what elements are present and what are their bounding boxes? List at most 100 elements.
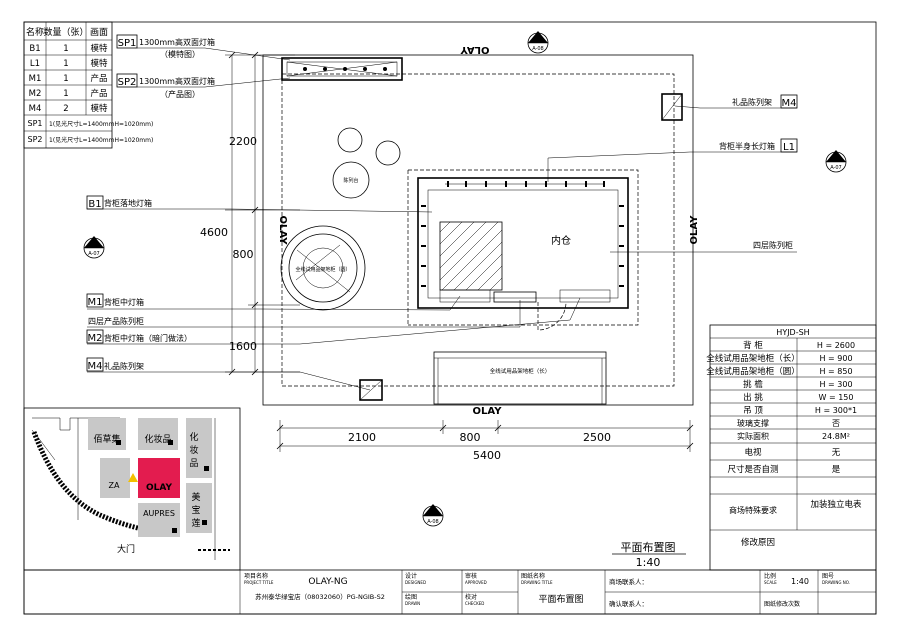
m4-left-tag: M4 <box>88 361 103 372</box>
m1-text: 背柜中灯箱 <box>104 297 144 307</box>
scale-value: 1:40 <box>791 577 809 586</box>
legend-cell: 产品 <box>90 88 107 99</box>
floor-plan: OLAY OLAY OLAY OLAY 陈列台 全线试用品架地柜（圆） <box>262 44 700 417</box>
scale-label: 比例 <box>764 572 776 580</box>
sp1-tag: SP1 <box>118 38 137 49</box>
l1-tag: L1 <box>783 142 795 153</box>
project-name: OLAY-NG <box>308 577 347 587</box>
sp1-sub: （模特图） <box>160 49 200 59</box>
plan-title-name: 平面布置图 <box>621 541 676 554</box>
project-label: 项目名称 <box>244 572 268 580</box>
olay-mark-left: OLAY <box>277 216 288 246</box>
store-name: 化妆品 <box>189 431 198 469</box>
design-label: 设计 <box>405 572 417 580</box>
m4-right-text: 礼品陈列架 <box>732 97 772 107</box>
spec-value: H = 850 <box>819 367 852 376</box>
section-left-ref: A-07 <box>88 251 99 257</box>
store-name: 化妆品 <box>144 433 171 445</box>
store-name-char: 妆 <box>189 444 198 456</box>
dim-5400: 5400 <box>473 449 501 462</box>
spec-value: H = 300 <box>819 380 852 389</box>
revision-label: 图纸修改次数 <box>764 600 800 608</box>
spec-label: 实际面积 <box>737 431 769 441</box>
long-counter-label: 全线试用品架地柜（长） <box>490 367 551 375</box>
round-tester-counter: 全线试用品架地柜（圆） <box>280 225 366 311</box>
spec-value: H = 900 <box>819 354 852 363</box>
warning-icon <box>128 473 138 482</box>
legend-cell: 1 <box>63 74 68 84</box>
drawing-name: 平面布置图 <box>538 593 583 605</box>
spec-value: 无 <box>832 448 841 458</box>
dim-800-horizontal: 800 <box>460 431 481 444</box>
legend-cell: M2 <box>29 89 42 99</box>
l1-text: 背柜半身长灯箱 <box>719 141 775 151</box>
spec-label: 全线试用品架地柜（圆） <box>706 366 800 377</box>
section-marker-top: D A-08 <box>527 31 549 54</box>
spec-value: 是 <box>832 465 841 475</box>
drawing-name-label: 图纸名称 <box>521 572 545 580</box>
store-name: ZA <box>109 481 120 490</box>
spec-label: 尺寸是否自测 <box>727 464 778 475</box>
review-label: 审核 <box>465 572 477 580</box>
sp2-tag: SP2 <box>118 77 137 88</box>
spec-label: 挑 檐 <box>743 379 763 390</box>
spec-label: 吊 顶 <box>743 406 763 416</box>
check-label-en: CHECKED <box>465 601 484 606</box>
draw-label: 绘图 <box>405 593 417 601</box>
b1-tag: B1 <box>88 199 101 210</box>
spec-value: H = 300*1 <box>815 406 857 415</box>
store-name-char: 美 <box>191 491 200 503</box>
legend-cell: L1 <box>30 59 40 69</box>
gift-rack-top-right <box>661 93 683 121</box>
sp-lightbox <box>281 57 403 81</box>
plan-title: 平面布置图 1:40 <box>612 541 686 569</box>
legend-cell: 1(见光尺寸L=1400mmH=1020mm) <box>49 120 153 128</box>
m4-right-tag: M4 <box>782 98 797 109</box>
draw-label-en: DRAWN <box>405 601 420 606</box>
store-block <box>88 418 126 450</box>
store-name-char: 莲 <box>191 517 200 529</box>
store-name-vertical: 美宝莲 <box>191 491 200 529</box>
dim-2100: 2100 <box>348 431 376 444</box>
section-top-letter: D <box>535 35 540 43</box>
dim-800-vertical: 800 <box>233 248 254 261</box>
store-name-char: 品 <box>189 458 198 469</box>
legend-cell: M1 <box>29 74 42 84</box>
review-label-en: APPROVED <box>465 580 487 585</box>
section-marker-left: C A-07 <box>83 236 105 259</box>
legend-cell: 1 <box>63 59 68 69</box>
dim-1600: 1600 <box>229 340 257 353</box>
store-name: 美宝莲 <box>191 491 200 529</box>
legend-cell: B1 <box>29 44 40 54</box>
olay-mark-top: OLAY <box>460 44 490 55</box>
sp1-text: 1300mm高双面灯箱 <box>139 37 215 47</box>
four-layer-right-text: 四层陈列柜 <box>753 240 793 250</box>
mall-floor-map: 佰草集 化妆品 化妆品 ZA OLAY 美宝莲 AUPRES 大门 <box>23 407 241 571</box>
legend-cell: SP1 <box>28 119 43 128</box>
olay-mark-right: OLAY <box>689 215 700 245</box>
section-bottom-ref: A-08 <box>427 519 438 525</box>
b1-text: 背柜落地灯箱 <box>104 198 152 208</box>
m2-tag: M2 <box>88 333 103 344</box>
gift-rack-bottom-left <box>359 379 383 401</box>
spec-table: HYJD-SH 背 柜 H = 2600 全线试用品架地柜（长） H = 900… <box>706 324 877 571</box>
section-right-letter: A <box>834 154 839 162</box>
section-marker-right: A A-07 <box>825 150 847 173</box>
spec-label: 电视 <box>744 447 762 458</box>
callouts: SP1 1300mm高双面灯箱 （模特图） SP2 1300mm高双面灯箱 （产… <box>86 34 798 391</box>
section-bottom-letter: B <box>431 508 436 516</box>
sp2-text: 1300mm高双面灯箱 <box>139 76 215 86</box>
legend-table: 名称 数量（张） 画面 B1 1 模特 L1 1 模特 M1 1 产品 M2 1… <box>23 21 153 149</box>
store-name: 佰草集 <box>93 433 120 445</box>
small-round-table <box>337 127 363 153</box>
store-block-olay <box>138 458 180 498</box>
spec-label: 背 柜 <box>743 340 763 351</box>
project-label-en: PROJECT TITLE <box>244 580 274 585</box>
store-name-vertical: 化妆品 <box>189 431 198 469</box>
design-label-en: DESIGNED <box>405 580 426 585</box>
olay-mark-bottom: OLAY <box>473 406 503 417</box>
store-name-char: 化 <box>189 431 198 443</box>
legend-cell: 模特 <box>90 103 108 114</box>
scale-label-en: SCALE <box>764 580 777 585</box>
